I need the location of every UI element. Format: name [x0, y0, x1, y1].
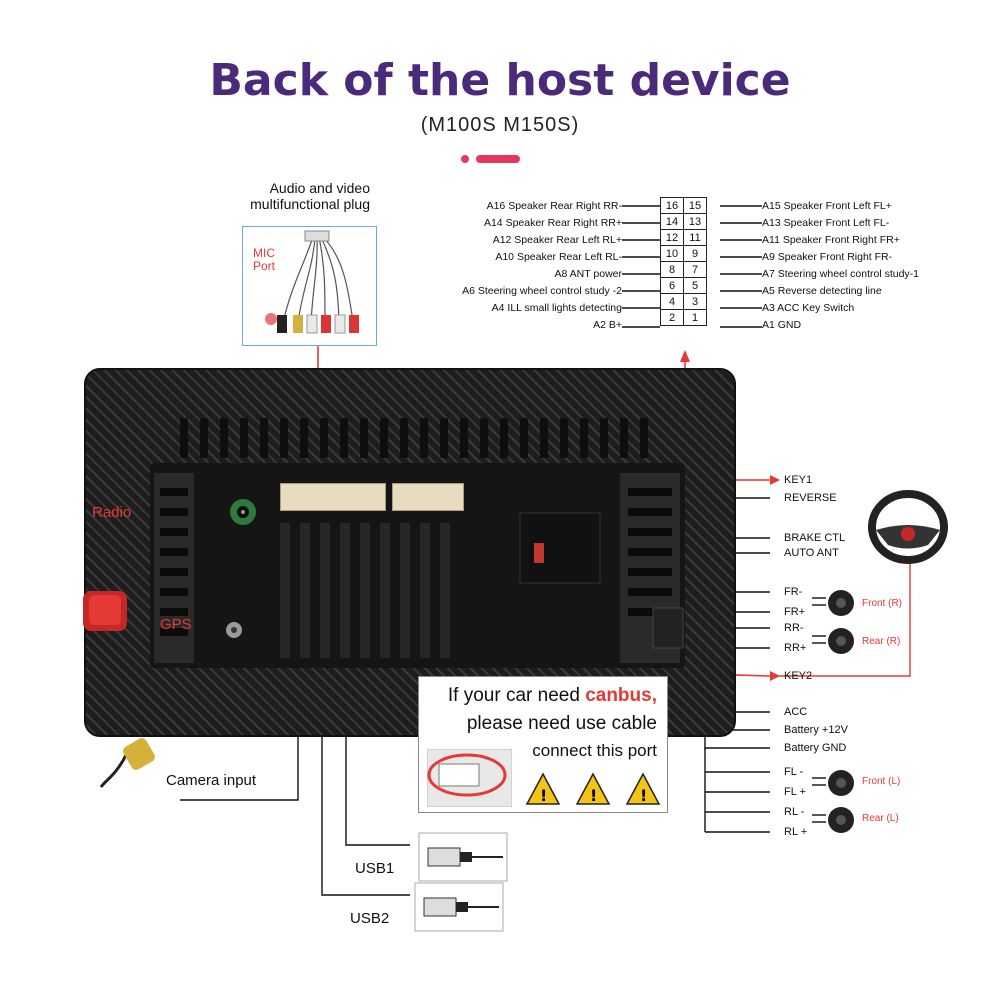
- av-cable-icon: [265, 230, 359, 334]
- canbus-port-photo: [427, 749, 512, 807]
- multi-connector: [280, 483, 386, 511]
- av-plug-image: MIC Port: [242, 226, 377, 346]
- auto-ant-label: AUTO ANT: [784, 547, 839, 559]
- pin-number: 13: [683, 213, 707, 230]
- pin-number: 16: [660, 197, 684, 214]
- brake-label: BRAKE CTL: [784, 532, 846, 544]
- right-pin-label: A5 Reverse detecting line: [762, 285, 882, 297]
- rear-r-label: Rear (R): [862, 636, 901, 647]
- left-pin-label: A14 Speaker Rear Right RR+: [483, 217, 622, 229]
- svg-text:!: !: [540, 786, 547, 805]
- battery-gnd-label: Battery GND: [784, 742, 847, 754]
- pin-number: 4: [660, 293, 684, 310]
- svg-text:!: !: [590, 786, 597, 805]
- av-plug-label: Audio and video multifunctional plug: [250, 180, 370, 212]
- canbus-line1: If your car need canbus,: [447, 685, 657, 706]
- page-title: Back of the host device: [209, 55, 791, 106]
- pin-number: 12: [660, 229, 684, 246]
- speaker-front-right-icon: [828, 590, 854, 616]
- page-subtitle: (M100S M150S): [420, 114, 580, 136]
- gps-label: GPS: [160, 616, 192, 633]
- rr-plus-label: RR+: [784, 642, 807, 654]
- pin-number: 15: [683, 197, 707, 214]
- accent-bar: [461, 155, 520, 163]
- pin-number: 2: [660, 309, 684, 326]
- pin-number: 5: [683, 277, 707, 294]
- main-harness-connector: [392, 483, 464, 511]
- right-pin-label: A3 ACC Key Switch: [762, 302, 855, 314]
- left-pin-label: A16 Speaker Rear Right RR-: [486, 200, 622, 212]
- canbus-line3: connect this port: [532, 741, 657, 760]
- fr-minus-label: FR-: [784, 586, 803, 598]
- rl-plus-label: RL +: [784, 826, 808, 838]
- right-pin-label: A1 GND: [762, 319, 802, 331]
- usb2-label: USB2: [350, 910, 390, 927]
- pin-number: 6: [660, 277, 684, 294]
- right-pin-label: A15 Speaker Front Left FL+: [762, 200, 892, 212]
- pin-number: 9: [683, 245, 707, 262]
- speaker-rear-right-icon: [828, 628, 854, 654]
- left-pin-label: A8 ANT power: [554, 268, 622, 280]
- speaker-front-left-icon: [828, 770, 854, 796]
- speaker-rear-left-icon: [828, 807, 854, 833]
- pin-number: 10: [660, 245, 684, 262]
- camera-input-label: Camera input: [166, 772, 257, 789]
- fl-minus-label: FL -: [784, 766, 804, 778]
- pin-number: 7: [683, 261, 707, 278]
- pin-number: 11: [683, 229, 707, 246]
- front-r-label: Front (R): [862, 598, 902, 609]
- rca-camera-plug-icon: [99, 738, 155, 788]
- left-pin-labels: A16 Speaker Rear Right RR- A14 Speaker Re…: [380, 198, 622, 334]
- gps-port: [226, 622, 242, 638]
- front-l-label: Front (L): [862, 776, 901, 787]
- canbus-line2: please need use cable: [466, 713, 657, 734]
- usb1-cable-icon: [418, 832, 508, 882]
- pin-number: 1: [683, 309, 707, 326]
- radio-antenna-port: [230, 499, 256, 525]
- right-pin-label: A13 Speaker Front Left FL-: [762, 217, 890, 229]
- left-pin-label: A2 B+: [593, 319, 622, 331]
- gps-antenna-icon: [83, 591, 127, 652]
- mic-port-label: MIC Port: [253, 246, 276, 273]
- battery-12v-label: Battery +12V: [784, 724, 848, 736]
- key2-label: KEY2: [784, 670, 813, 682]
- left-pin-label: A6 Steering wheel control study -2: [462, 285, 622, 297]
- right-pin-label: A7 Steering wheel control study-1: [762, 268, 920, 280]
- right-pin-labels: A15 Speaker Front Left FL+ A13 Speaker Fr…: [762, 198, 1000, 334]
- reverse-label: REVERSE: [784, 492, 837, 504]
- pin-number: 14: [660, 213, 684, 230]
- pin-number: 3: [683, 293, 707, 310]
- rear-l-label: Rear (L): [862, 813, 899, 824]
- right-pin-label: A9 Speaker Front Right FR-: [762, 251, 893, 263]
- left-pin-label: A10 Speaker Rear Left RL-: [495, 251, 622, 263]
- right-pin-label: A11 Speaker Front Right FR+: [762, 234, 900, 246]
- steering-wheel-icon: [868, 490, 948, 564]
- usb1-label: USB1: [355, 860, 395, 877]
- fl-plus-label: FL +: [784, 786, 806, 798]
- pin-number: 8: [660, 261, 684, 278]
- rl-minus-label: RL -: [784, 806, 805, 818]
- acc-label: ACC: [784, 706, 808, 718]
- canbus-callout: If your car need canbus, please need use…: [418, 676, 668, 813]
- left-pin-label: A4 ILL small lights detecting: [491, 302, 622, 314]
- device-vent-top: [150, 410, 685, 465]
- warning-icons: ! ! !: [525, 772, 661, 805]
- usb2-cable-icon: [414, 882, 504, 932]
- left-pin-label: A12 Speaker Rear Left RL+: [492, 234, 622, 246]
- svg-text:!: !: [640, 786, 647, 805]
- rr-minus-label: RR-: [784, 622, 804, 634]
- radio-label: Radio: [92, 504, 132, 521]
- fr-plus-label: FR+: [784, 606, 806, 618]
- key1-label: KEY1: [784, 474, 813, 486]
